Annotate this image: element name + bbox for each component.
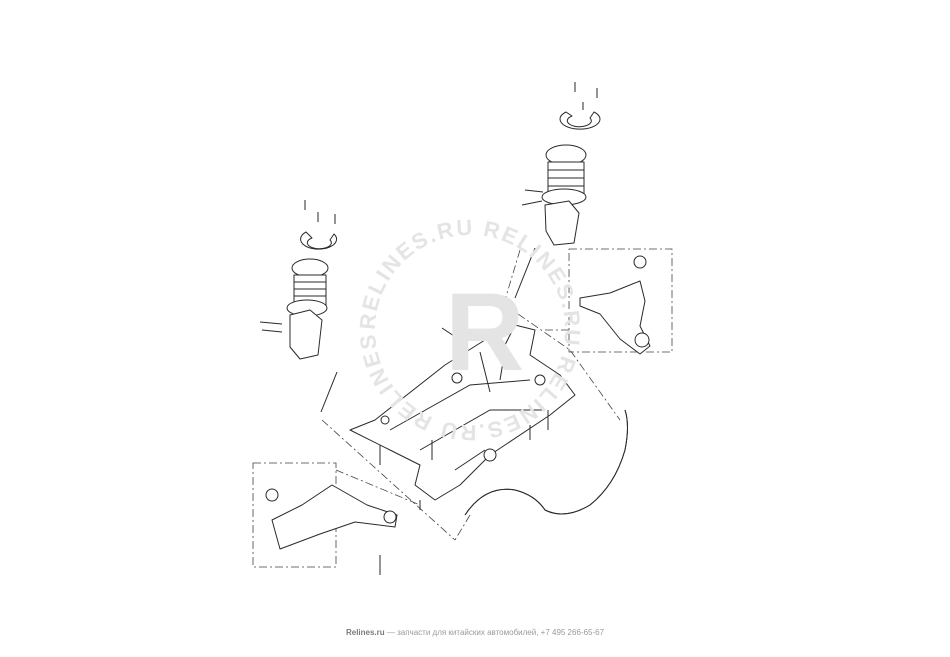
front-subframe (349, 324, 576, 575)
left-strut-knuckle (289, 309, 323, 360)
right-strut-assembly (514, 82, 601, 299)
right-strut-knuckle (544, 200, 580, 246)
footer: Relines.ru — запчасти для китайских авто… (0, 628, 950, 637)
footer-brand-link[interactable]: Relines.ru (345, 628, 385, 637)
left-strut-bracket (300, 231, 338, 250)
left-control-arm (265, 484, 398, 550)
stabilizer-bar-inner (464, 409, 628, 516)
left-stabilizer-link (320, 371, 338, 413)
watermark: R RELINES.RU RELINES.RU RELINES.RU RELIN… (0, 0, 583, 445)
right-control-arm-box (568, 248, 673, 353)
watermark-logo: R (445, 271, 524, 394)
left-strut-assembly (259, 200, 338, 413)
right-stabilizer-link (514, 247, 536, 299)
right-strut-bracket (559, 111, 601, 130)
right-control-arm (579, 255, 651, 355)
footer-text: — запчасти для китайских автомобилей, +7… (384, 628, 605, 637)
